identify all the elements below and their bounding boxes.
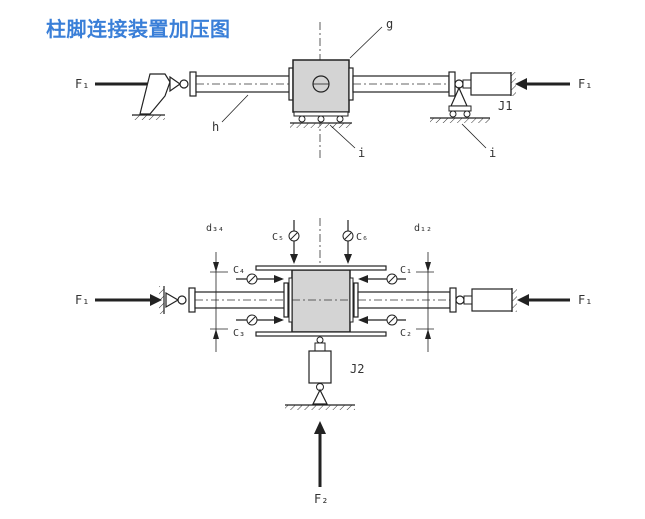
top-reference-plate [255, 265, 387, 271]
gauge-c6: C₆ [342, 220, 368, 264]
gauge-c4: C₄ [233, 265, 284, 285]
gauge-c2: C₂ [358, 314, 412, 339]
gauge-c5: C₅ [272, 220, 300, 264]
label-d12: d₁₂ [414, 223, 432, 234]
bottom-right-force-label: F₁ [578, 293, 592, 307]
label-d34: d₃₄ [206, 223, 224, 234]
gauge-c1: C₁ [358, 265, 412, 285]
label-c1: C₁ [400, 265, 412, 276]
top-right-flange [448, 71, 456, 97]
dimension-d12: d₁₂ [414, 223, 434, 352]
label-J1: J1 [498, 99, 512, 113]
top-right-support [430, 72, 516, 123]
label-c3: C₃ [233, 328, 245, 339]
label-h: h [212, 120, 219, 134]
top-right-force-label: F₁ [578, 77, 592, 91]
label-c4: C₄ [233, 265, 245, 276]
top-left-beam [195, 75, 291, 93]
bottom-column-block [291, 269, 351, 333]
top-left-support [132, 73, 189, 120]
bottom-right-beam [357, 291, 451, 309]
bottom-right-support [455, 288, 517, 312]
gauge-c3: C₃ [233, 314, 284, 339]
bottom-reference-plate [255, 331, 387, 337]
bottom-vertical-force-label: F₂ [314, 492, 328, 506]
label-g: g [386, 17, 393, 31]
bottom-jack [285, 336, 355, 410]
dimension-d34: d₃₄ [206, 223, 228, 352]
label-i-left: i [358, 146, 365, 160]
label-J2: J2 [350, 362, 364, 376]
top-left-flange [189, 71, 197, 97]
top-left-force-label: F₁ [75, 77, 89, 91]
label-c2: C₂ [400, 328, 412, 339]
label-c6: C₆ [356, 232, 368, 243]
label-i-right: i [489, 146, 496, 160]
top-diagram: F₁ [75, 17, 592, 160]
top-column-roller [290, 111, 352, 128]
bottom-left-support [159, 286, 187, 314]
diagram-title: 柱脚连接装置加压图 [46, 17, 231, 41]
bottom-left-force-label: F₁ [75, 293, 89, 307]
bottom-diagram: F₁ [75, 218, 592, 506]
label-c5: C₅ [272, 232, 284, 243]
